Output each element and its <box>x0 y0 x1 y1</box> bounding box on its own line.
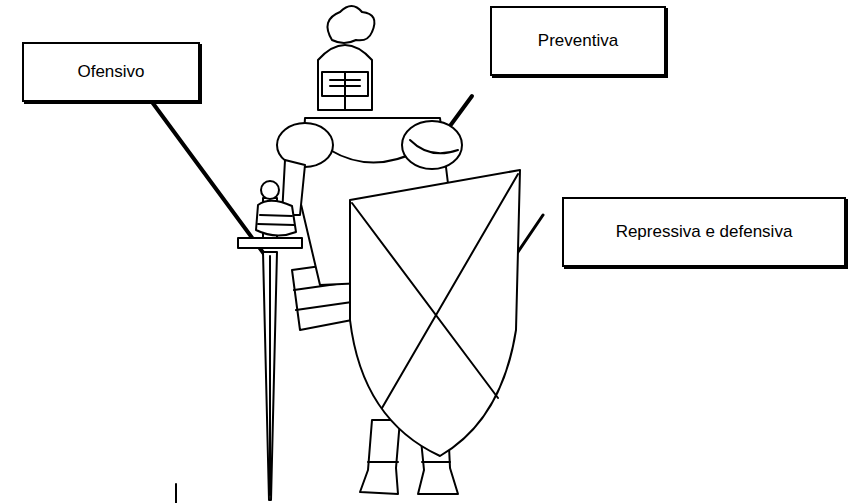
sword-guard <box>238 238 302 248</box>
knight-helmet <box>318 45 372 110</box>
box-content: Ofensivo <box>77 62 144 82</box>
label-box: Preventiva <box>490 6 666 76</box>
box-content: Repressiva e defensiva <box>616 222 793 242</box>
knight-gauntlet <box>256 201 296 236</box>
box-label: Repressiva e defensiva <box>616 222 793 242</box>
box-label: Ofensivo <box>77 62 144 82</box>
box-label: Preventiva <box>538 31 618 51</box>
box-content: Preventiva <box>538 31 618 51</box>
label-box: Repressiva e defensiva <box>562 197 846 267</box>
knight-leg <box>360 420 400 494</box>
sword-pommel <box>261 181 279 199</box>
label-box: Ofensivo <box>22 42 200 102</box>
sword-blade <box>263 252 277 500</box>
helmet-plume <box>328 6 375 43</box>
knight-shield <box>350 170 520 456</box>
stray-mark <box>175 484 177 503</box>
knight-pauldron <box>402 121 462 169</box>
